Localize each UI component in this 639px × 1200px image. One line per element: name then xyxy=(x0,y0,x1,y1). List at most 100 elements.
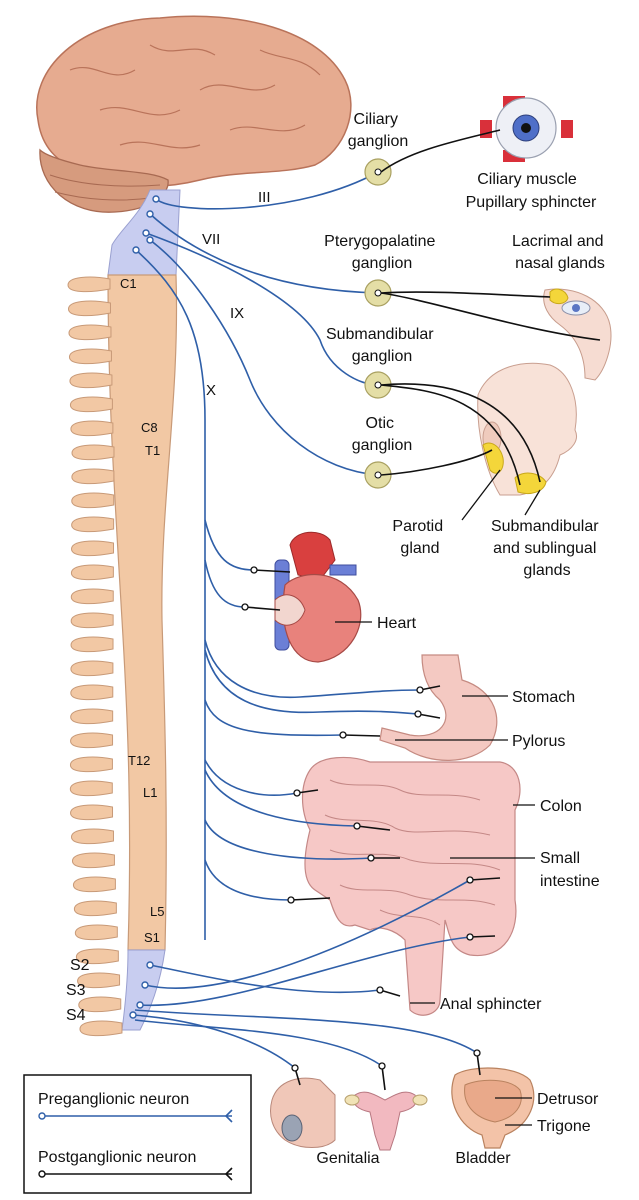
vagus-branch xyxy=(204,559,246,608)
otic-ganglion-label: Otic ganglion xyxy=(352,415,413,454)
genitalia-label: Genitalia xyxy=(316,1150,379,1167)
pterygopalatine-path xyxy=(149,213,379,294)
vertebral-process xyxy=(70,636,114,653)
segment-label-s4: S4 xyxy=(66,1007,86,1024)
heart-illustration xyxy=(274,531,362,663)
uterus-illustration xyxy=(344,1091,428,1151)
vertebral-process xyxy=(70,828,114,845)
vertebral-process xyxy=(68,348,112,365)
segment-label-t12: T12 xyxy=(128,753,150,768)
parotid-gland-label: Parotid gland xyxy=(392,518,447,557)
vertebral-process xyxy=(69,780,113,797)
vertebral-process xyxy=(67,300,111,317)
small-intestine-label: Small intestine xyxy=(540,850,600,890)
colon-label: Colon xyxy=(540,798,582,815)
ciliary-ganglion xyxy=(364,158,392,186)
vertebral-process xyxy=(70,684,114,701)
vertebral-process xyxy=(70,804,114,821)
vagus-trunk xyxy=(135,249,206,940)
brain xyxy=(36,15,352,213)
segment-label-l5: L5 xyxy=(150,904,164,919)
sacral-branch xyxy=(149,964,381,994)
segment-label-l1: L1 xyxy=(143,785,157,800)
eye-illustration xyxy=(480,96,573,162)
stomach-illustration xyxy=(379,654,498,761)
submandibular-ganglion-label: Submandibular ganglion xyxy=(326,326,438,365)
vertebral-process xyxy=(71,516,115,533)
sacral-branch xyxy=(134,1009,478,1054)
vagus-branch xyxy=(204,649,419,715)
nerve-label-iii: III xyxy=(258,189,271,206)
genitalia-illustration xyxy=(270,1077,336,1148)
anal-sphincter-label: Anal sphincter xyxy=(440,996,542,1013)
detrusor-label: Detrusor xyxy=(537,1091,599,1108)
spinal-column xyxy=(67,189,181,1037)
segment-label-s2: S2 xyxy=(70,957,90,974)
submandibular-glands-label: Submandibular and sublingual glands xyxy=(491,518,603,579)
heart-label: Heart xyxy=(377,615,417,632)
vertebral-process xyxy=(75,948,119,965)
vagus-branch xyxy=(204,759,298,796)
vertebral-process xyxy=(72,876,116,893)
vagus-branch xyxy=(204,699,344,737)
bladder-label: Bladder xyxy=(455,1150,511,1167)
segment-label-t1: T1 xyxy=(145,443,160,458)
vertebral-process xyxy=(77,972,121,989)
nerve-label-ix: IX xyxy=(230,305,244,322)
vertebral-process xyxy=(70,660,114,677)
vertebral-process xyxy=(71,468,115,485)
postganglionic-pathways xyxy=(241,129,601,1091)
submandibular-path xyxy=(145,232,379,386)
nerve-label-vii: VII xyxy=(202,231,220,248)
vertebral-process xyxy=(70,564,114,581)
vertebral-processes xyxy=(67,276,123,1037)
vertebral-process xyxy=(67,276,111,293)
vertebral-process xyxy=(71,444,115,461)
intestine-illustration xyxy=(301,756,521,1016)
vertebral-process xyxy=(68,324,112,341)
stomach-label: Stomach xyxy=(512,689,575,706)
vertebral-process xyxy=(74,924,118,941)
pupillary-sphincter-label: Pupillary sphincter xyxy=(466,194,597,211)
vertebral-process xyxy=(70,732,114,749)
vagus-branch xyxy=(204,859,292,901)
vertebral-process xyxy=(71,540,115,557)
nerve-iii-path xyxy=(155,171,379,210)
vagus-branch xyxy=(204,519,255,571)
vertebral-process xyxy=(69,372,113,389)
vertebral-process xyxy=(78,996,122,1013)
legend-postganglionic-line xyxy=(38,1167,233,1181)
legend-preganglionic-line xyxy=(38,1109,233,1123)
segment-label-s1: S1 xyxy=(144,930,160,945)
vagus-branch xyxy=(204,769,358,827)
vertebral-process xyxy=(79,1020,123,1037)
vertebral-process xyxy=(70,708,114,725)
vagus-branch xyxy=(204,819,372,860)
sacral-branch xyxy=(144,879,471,989)
bladder-illustration xyxy=(451,1067,535,1149)
preganglionic-pathways xyxy=(129,171,478,1069)
vertebral-process xyxy=(73,900,117,917)
segment-label-s3: S3 xyxy=(66,982,86,999)
legend-preganglionic-label: Preganglionic neuron xyxy=(38,1091,189,1108)
vertebral-process xyxy=(70,420,114,437)
vertebral-process xyxy=(71,852,115,869)
vertebral-process xyxy=(69,756,113,773)
sacral-branch xyxy=(132,1014,296,1069)
vagus-branch xyxy=(204,639,421,699)
face-illustration xyxy=(477,288,612,496)
legend: Preganglionic neuron Postganglionic neur… xyxy=(23,1074,252,1194)
legend-postganglionic-label: Postganglionic neuron xyxy=(38,1149,196,1166)
segment-label-c8: C8 xyxy=(141,420,158,435)
leader-lines xyxy=(335,469,541,1126)
ciliary-muscle-label: Ciliary muscle xyxy=(477,171,577,188)
vertebral-process xyxy=(70,588,114,605)
vertebral-process xyxy=(69,396,113,413)
pterygopalatine-ganglion-label: Pterygopalatine ganglion xyxy=(324,233,440,272)
vertebral-process xyxy=(70,612,114,629)
lacrimal-glands-label: Lacrimal and nasal glands xyxy=(512,233,608,272)
sacral-branch xyxy=(134,1019,383,1067)
vertebral-process xyxy=(71,492,115,509)
ciliary-ganglion-label: Ciliary ganglion xyxy=(348,111,409,150)
